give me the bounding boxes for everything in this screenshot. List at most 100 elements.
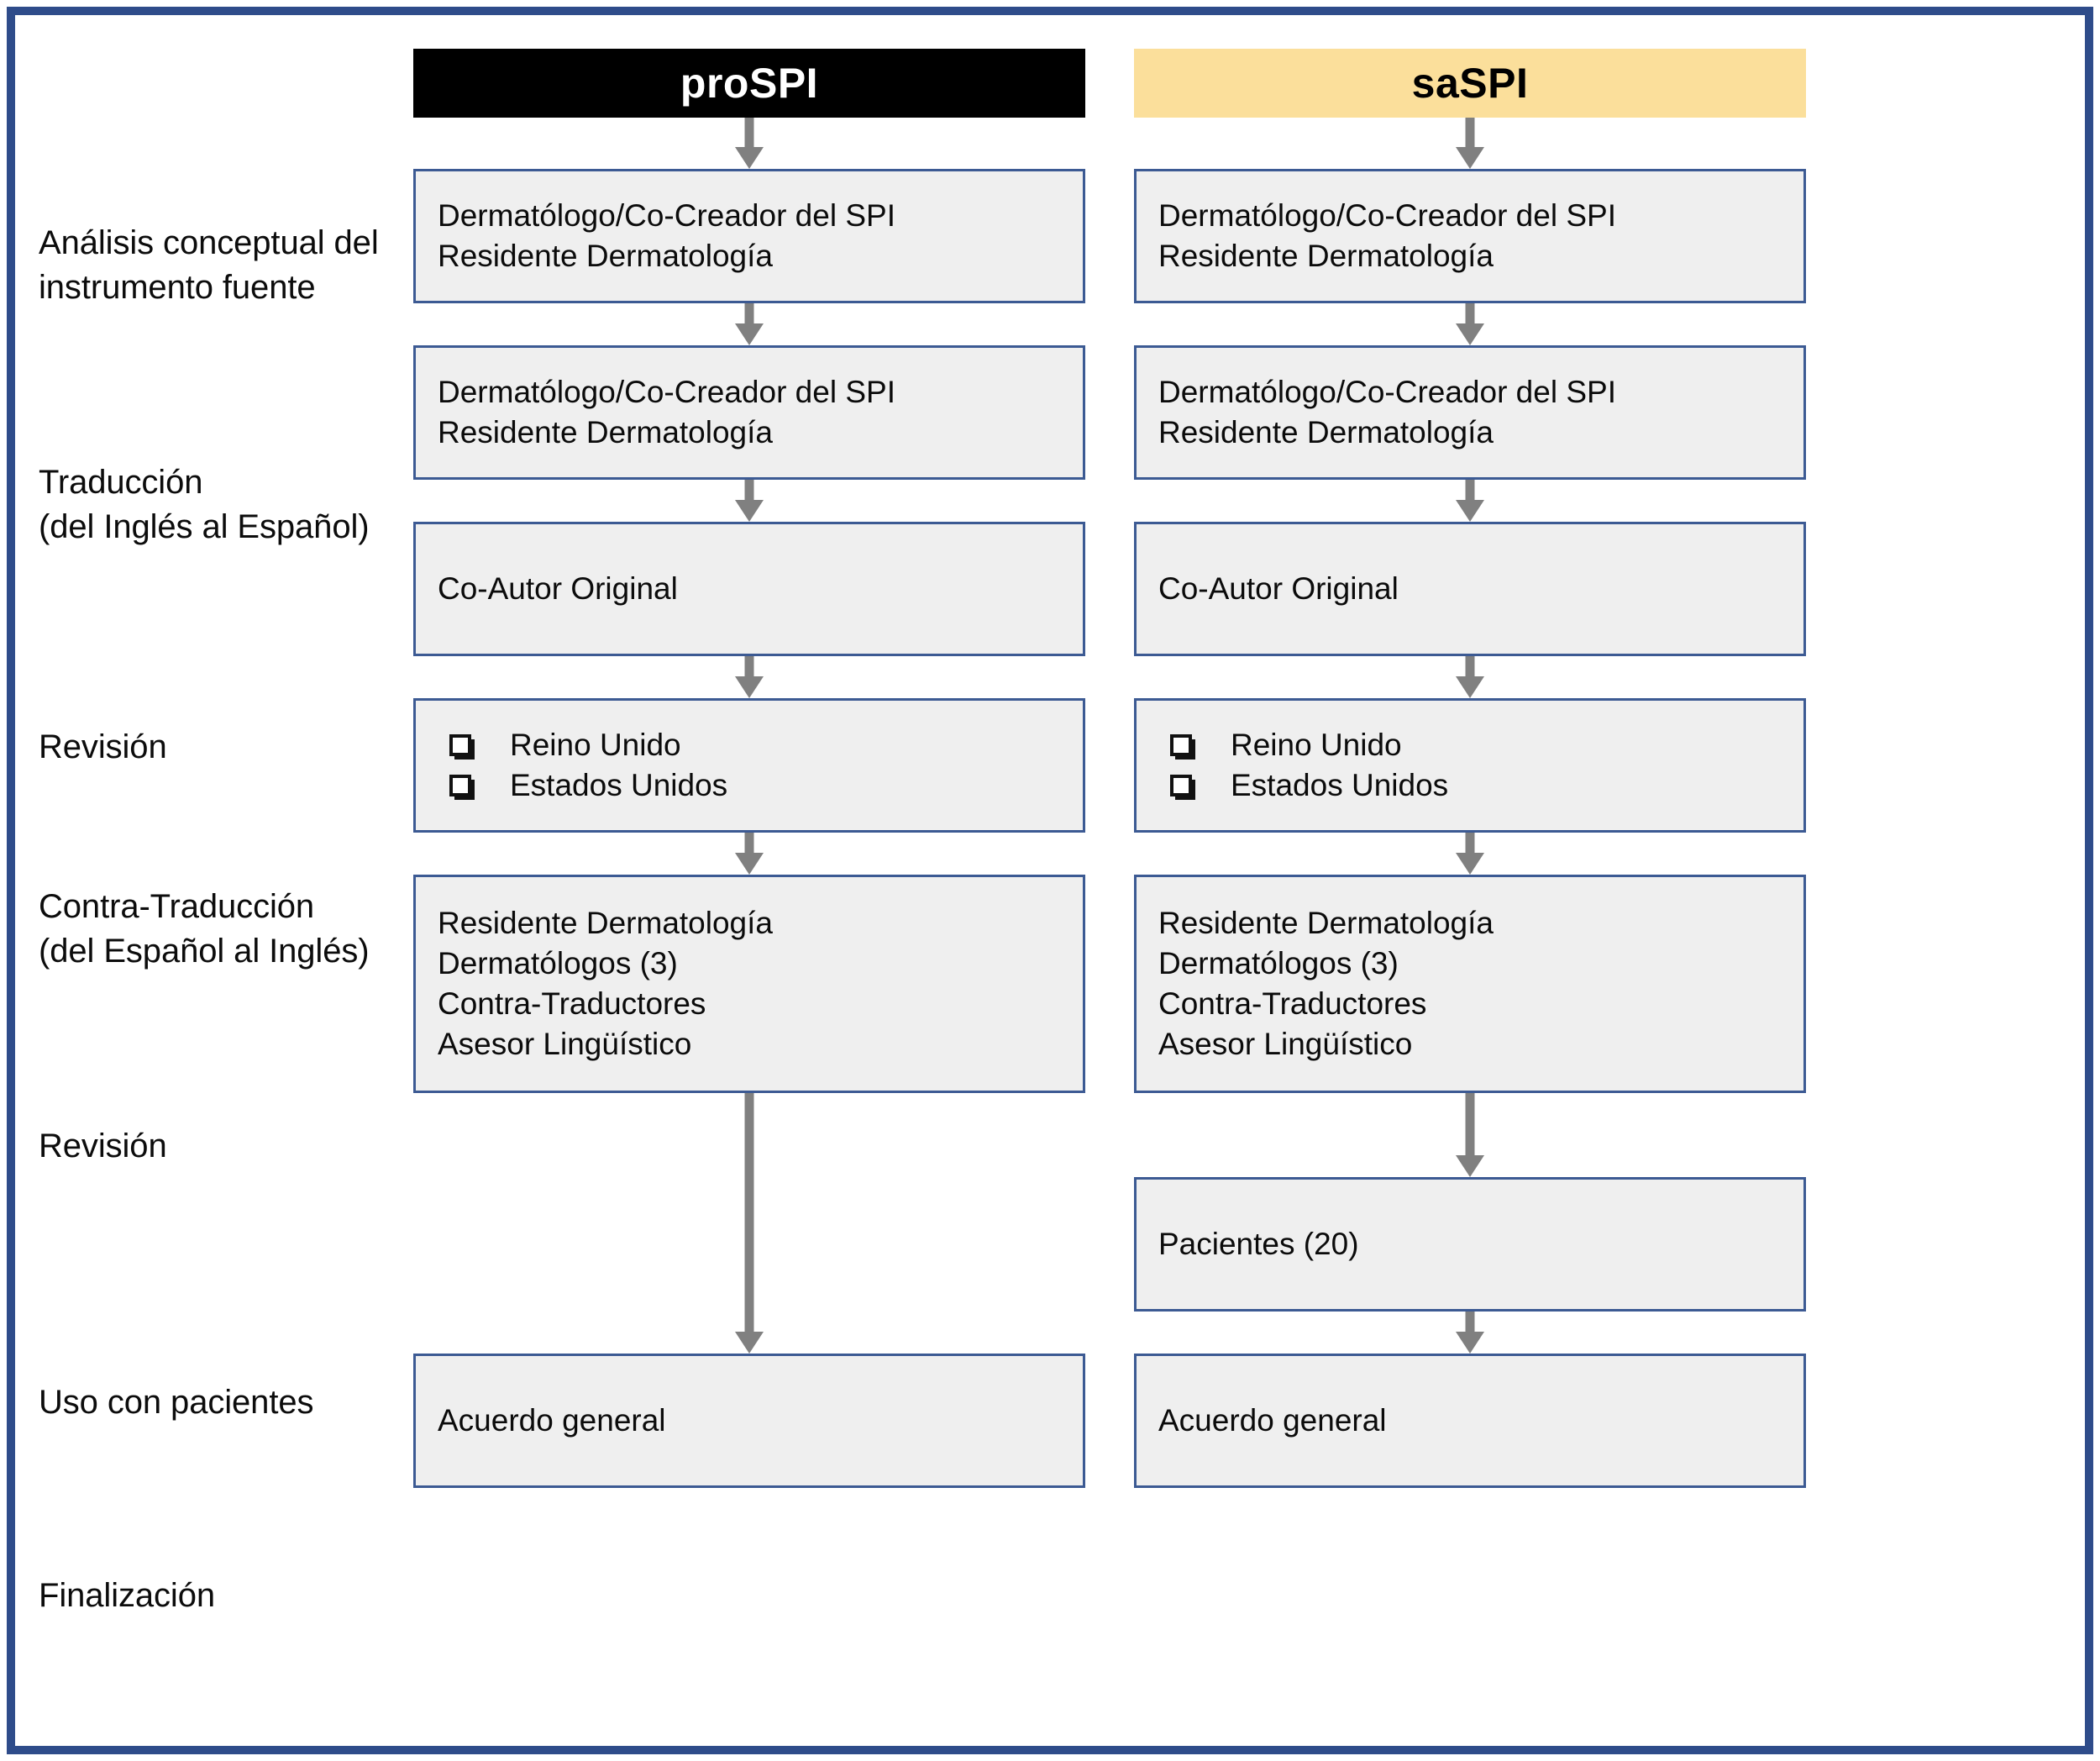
stage-label-finalizacion: Finalización <box>39 1574 408 1618</box>
stage-label-revision-1: Revisión <box>39 725 408 770</box>
arrow-head-icon <box>735 853 764 875</box>
process-box-line: Residente Dermatología <box>1158 239 1494 273</box>
arrow-connector <box>735 656 764 698</box>
checkbox-icon[interactable] <box>449 775 471 797</box>
checkbox-row[interactable]: Reino Unido <box>438 725 1061 765</box>
stage-label-line: Revisión <box>39 1128 167 1164</box>
arrow-head-icon <box>1456 323 1484 345</box>
arrow-connector <box>735 303 764 345</box>
arrow-head-icon <box>735 323 764 345</box>
process-box-saspi-finalizacion[interactable]: Acuerdo general <box>1134 1354 1806 1488</box>
column-header-saspi: saSPI <box>1134 49 1806 118</box>
stage-label-revision-2: Revisión <box>39 1124 408 1169</box>
arrow-connector <box>735 833 764 875</box>
arrow-connector <box>1456 833 1484 875</box>
stage-label-traduccion: Traducción(del Inglés al Español) <box>39 460 408 549</box>
process-box-line: Acuerdo general <box>438 1402 666 1438</box>
arrow-connector <box>1456 1312 1484 1354</box>
arrow-shaft <box>744 480 754 500</box>
arrow-shaft <box>1465 656 1475 676</box>
figure-frame: Análisis conceptual del instrumento fuent… <box>7 7 2093 1754</box>
checkbox-row[interactable]: Reino Unido <box>1158 725 1782 765</box>
stage-label-line: (del Español al Inglés) <box>39 932 370 970</box>
arrow-head-icon <box>735 147 764 169</box>
process-box-line: Dermatólogo/Co-Creador del SPI <box>438 374 895 409</box>
process-box-line: Residente Dermatología <box>438 905 773 940</box>
arrow-head-icon <box>1456 500 1484 522</box>
stage-label-uso-con-pacientes: Uso con pacientes <box>39 1380 408 1425</box>
process-box-saspi-revision-1[interactable]: Co-Autor Original <box>1134 522 1806 656</box>
process-box-line: Residente Dermatología <box>438 415 773 449</box>
stage-label-line: Revisión <box>39 728 167 765</box>
arrow-shaft <box>744 1093 754 1332</box>
arrow-head-icon <box>1456 147 1484 169</box>
arrow-head-icon <box>1456 853 1484 875</box>
arrow-head-icon <box>735 1332 764 1354</box>
arrow-head-icon <box>1456 1155 1484 1177</box>
stage-label-line: Análisis conceptual del <box>39 224 379 261</box>
process-box-prospi-traduccion[interactable]: Dermatólogo/Co-Creador del SPI Residente … <box>413 345 1085 480</box>
arrow-shaft <box>744 833 754 853</box>
stage-label-column: Análisis conceptual del instrumento fuent… <box>15 15 410 1746</box>
process-box-saspi-analisis-conceptual[interactable]: Dermatólogo/Co-Creador del SPI Residente … <box>1134 169 1806 303</box>
arrow-connector <box>1456 1093 1484 1177</box>
checkbox-row[interactable]: Estados Unidos <box>1158 765 1782 806</box>
checkbox-row[interactable]: Estados Unidos <box>438 765 1061 806</box>
process-box-line: Residente Dermatología <box>438 239 773 273</box>
process-box-line: Dermatólogo/Co-Creador del SPI <box>1158 197 1616 233</box>
stage-label-line: Contra-Traducción <box>39 888 315 925</box>
arrow-connector <box>735 480 764 522</box>
stage-label-line: (del Inglés al Español) <box>39 507 370 545</box>
arrow-shaft <box>1465 1093 1475 1155</box>
checkbox-label: Estados Unidos <box>510 768 728 802</box>
arrow-shaft <box>744 303 754 323</box>
process-box-line: Dermatólogo/Co-Creador del SPI <box>438 197 895 233</box>
arrow-shaft <box>1465 833 1475 853</box>
column-header-prospi: proSPI <box>413 49 1085 118</box>
process-box-line: Residente Dermatología <box>1158 415 1494 449</box>
process-box-prospi-revision-1[interactable]: Co-Autor Original <box>413 522 1085 656</box>
process-box-line: Acuerdo general <box>1158 1402 1387 1438</box>
process-column-saspi: saSPI Dermatólogo/Co-Creador del SPI Resi… <box>1134 15 1806 1746</box>
checkbox-icon[interactable] <box>1170 775 1192 797</box>
arrow-connector <box>1456 480 1484 522</box>
stage-label-contra-traduccion: Contra-Traducción (del Español al Inglés) <box>39 885 408 974</box>
process-box-line: Asesor Lingüístico <box>438 1027 692 1062</box>
arrow-head-icon <box>735 676 764 698</box>
arrow-header-to-box <box>735 118 764 169</box>
process-box-saspi-uso-con-pacientes[interactable]: Pacientes (20) <box>1134 1177 1806 1312</box>
checkbox-label: Reino Unido <box>1231 727 1402 762</box>
stage-label-line: instrumento fuente <box>39 268 316 306</box>
arrow-shaft <box>1465 480 1475 500</box>
arrow-head-icon <box>735 500 764 522</box>
process-column-prospi: proSPI Dermatólogo/Co-Creador del SPI Res… <box>413 15 1085 1746</box>
process-box-line: Residente Dermatología <box>1158 905 1494 940</box>
stage-label-line: Uso con pacientes <box>39 1384 314 1421</box>
arrow-connector <box>1456 656 1484 698</box>
process-box-line: Dermatólogo/Co-Creador del SPI <box>1158 374 1616 409</box>
arrow-shaft <box>1465 1312 1475 1332</box>
checkbox-label: Reino Unido <box>510 727 681 762</box>
arrow-head-icon <box>1456 676 1484 698</box>
checkbox-icon[interactable] <box>1170 733 1192 756</box>
stage-label-analisis-conceptual: Análisis conceptual del instrumento fuent… <box>39 221 408 310</box>
arrow-shaft <box>744 118 754 147</box>
stage-label-line: Finalización <box>39 1577 216 1614</box>
process-box-saspi-traduccion[interactable]: Dermatólogo/Co-Creador del SPI Residente … <box>1134 345 1806 480</box>
arrow-shaft <box>1465 118 1475 147</box>
arrow-head-icon <box>1456 1332 1484 1354</box>
process-box-prospi-analisis-conceptual[interactable]: Dermatólogo/Co-Creador del SPI Residente … <box>413 169 1085 303</box>
checkbox-icon[interactable] <box>449 733 471 756</box>
arrow-shaft <box>1465 303 1475 323</box>
process-box-line: Pacientes (20) <box>1158 1226 1359 1261</box>
process-box-line: Contra-Traductores <box>1158 986 1427 1021</box>
arrow-connector <box>735 1093 764 1354</box>
arrow-connector <box>1456 303 1484 345</box>
process-box-prospi-finalizacion[interactable]: Acuerdo general <box>413 1354 1085 1488</box>
figure-canvas: Análisis conceptual del instrumento fuent… <box>15 15 2085 1746</box>
process-box-line: Dermatólogos (3) <box>438 945 678 980</box>
